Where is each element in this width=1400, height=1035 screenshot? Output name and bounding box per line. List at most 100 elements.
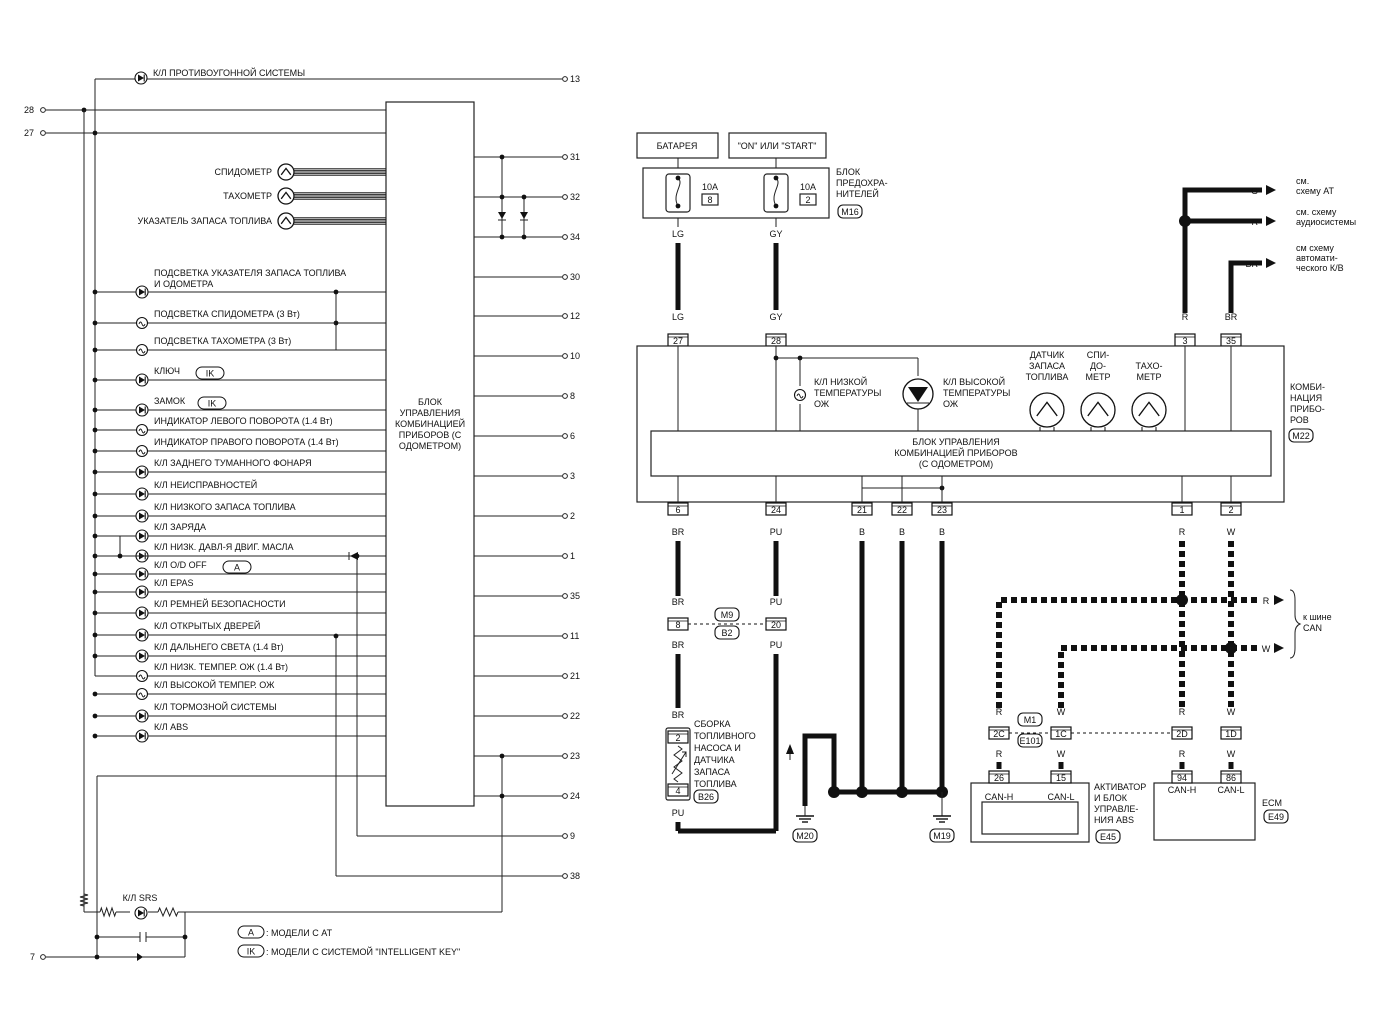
wire-color: PU <box>770 527 783 537</box>
lamp-label: К/Л НИЗК. ТЕМПЕР. ОЖ (1.4 Вт) <box>154 662 288 672</box>
connector-tag-m1: M1 <box>1017 712 1043 727</box>
wire-color: R <box>1182 312 1189 322</box>
wire-color: W <box>1227 527 1236 537</box>
badge-oval <box>197 396 227 410</box>
abs-inner <box>981 801 1079 835</box>
gauge-label: МЕТР <box>1085 372 1110 382</box>
junction-dot <box>92 347 98 353</box>
connector-pin-22: 22 <box>891 502 913 516</box>
connector-pin-21: 21 <box>851 502 873 516</box>
connector-pin: 94 <box>1171 770 1193 784</box>
connector-pin-20: 20 <box>765 617 787 631</box>
pump-label: ДАТЧИКА <box>694 755 735 765</box>
connector-tag-m19: M19 <box>929 828 955 843</box>
can-pin-label: CAN-H <box>985 792 1014 802</box>
wire-color: W <box>1227 749 1236 759</box>
junction-dot <box>92 691 98 697</box>
terminal-label: 23 <box>570 751 580 761</box>
lamp-label: К/Л ВЫСОКОЙ ТЕМПЕР. ОЖ <box>154 679 275 690</box>
gauge-label: ТОПЛИВА <box>1026 372 1069 382</box>
filament <box>796 393 804 399</box>
badge-oval <box>195 366 225 380</box>
wire-color: B <box>939 527 945 537</box>
terminal-7 <box>40 954 46 960</box>
badge-oval <box>237 944 265 958</box>
connector-tag-oval <box>929 828 955 843</box>
led-lamp-icon <box>135 373 149 387</box>
connector-pin: 26 <box>988 770 1010 784</box>
fuse-number-box <box>701 193 719 206</box>
led-lamp-icon <box>135 465 149 479</box>
terminal-label: 13 <box>570 74 580 84</box>
lamp-label: КЛЮЧ <box>154 366 180 376</box>
wire-color: BR <box>1225 312 1238 322</box>
junction-dot <box>92 713 98 719</box>
gauge-icon <box>277 187 295 205</box>
filament <box>138 348 146 354</box>
fuse-block-label: БЛОК <box>836 167 861 177</box>
led-lamp-icon <box>135 585 149 599</box>
lamp-label: ЗАМОК <box>154 396 186 406</box>
terminal-32 <box>562 194 568 200</box>
gauge-circle <box>277 163 295 181</box>
terminal-label: 38 <box>570 871 580 881</box>
can-pin-label: CAN-L <box>1217 785 1244 795</box>
terminal-label: 22 <box>570 711 580 721</box>
gauge-label: ТАХО- <box>1136 361 1163 371</box>
terminal-24 <box>562 793 568 799</box>
junction-dot <box>828 786 840 798</box>
terminal-label: 32 <box>570 192 580 202</box>
connector-pin-1: 1 <box>1171 502 1193 516</box>
pump-label: СБОРКА <box>694 719 731 729</box>
terminal-38 <box>562 873 568 879</box>
wire-color: LG <box>672 229 684 239</box>
junction-dot <box>92 533 98 539</box>
junction-dot <box>92 320 98 326</box>
gauge-circle <box>277 187 295 205</box>
can-label: CAN <box>1303 623 1322 633</box>
bulb-lamp-icon <box>135 343 149 357</box>
connector-tag-e49: E49 <box>1263 809 1289 824</box>
wire-color: LG <box>672 312 684 322</box>
connector-code: M1 <box>1024 715 1037 725</box>
junction-dot <box>773 355 779 361</box>
connector-pin-2: 2 <box>1220 502 1242 516</box>
terminal-21 <box>562 673 568 679</box>
gauge-label: СПИДОМЕТР <box>214 167 272 177</box>
connector-code: E49 <box>1268 812 1284 822</box>
gauge-label: ТАХОМЕТР <box>223 191 272 201</box>
block-label: УПРАВЛЕНИЯ <box>400 408 461 418</box>
abs-label: АКТИВАТОР <box>1094 782 1146 792</box>
option-badge: IK <box>195 366 225 380</box>
can-h-bus <box>996 597 1260 708</box>
gauge-circle <box>1131 392 1167 428</box>
junction-dot <box>896 786 908 798</box>
diode-triangle <box>139 631 145 639</box>
bulb-lamp-icon <box>793 388 807 402</box>
fuse-rating: 10A <box>800 182 816 192</box>
connector-pin-23: 23 <box>931 502 953 516</box>
connector-tag-m9: M9 <box>714 607 740 622</box>
lamp-label: К/Л НЕИСПРАВНОСТЕЙ <box>154 479 257 490</box>
filament <box>138 321 146 327</box>
ground-icon <box>796 815 814 823</box>
gauge-needle <box>280 191 292 200</box>
bulb-lamp-icon <box>135 316 149 330</box>
lamp-label: ОЖ <box>814 399 830 409</box>
gauge-icon <box>1029 392 1065 428</box>
junction-dot <box>1176 594 1188 606</box>
connector-pin-28: 28 <box>765 333 787 347</box>
terminal-35 <box>562 593 568 599</box>
junction-dot <box>92 407 98 413</box>
gauge-needle <box>1036 401 1058 417</box>
pump-label: ЗАПАСА <box>694 767 730 777</box>
terminal-label: 7 <box>30 952 35 962</box>
wire-color: R <box>1263 596 1270 606</box>
terminal-34 <box>562 234 568 240</box>
connector-pin-8: 8 <box>667 617 689 631</box>
abs-label: И БЛОК <box>1094 793 1128 803</box>
connector-pin: 1D <box>1220 726 1242 740</box>
ground-icon <box>933 815 951 823</box>
fuse-number: 8 <box>707 195 712 205</box>
terminal-label: 24 <box>570 791 580 801</box>
